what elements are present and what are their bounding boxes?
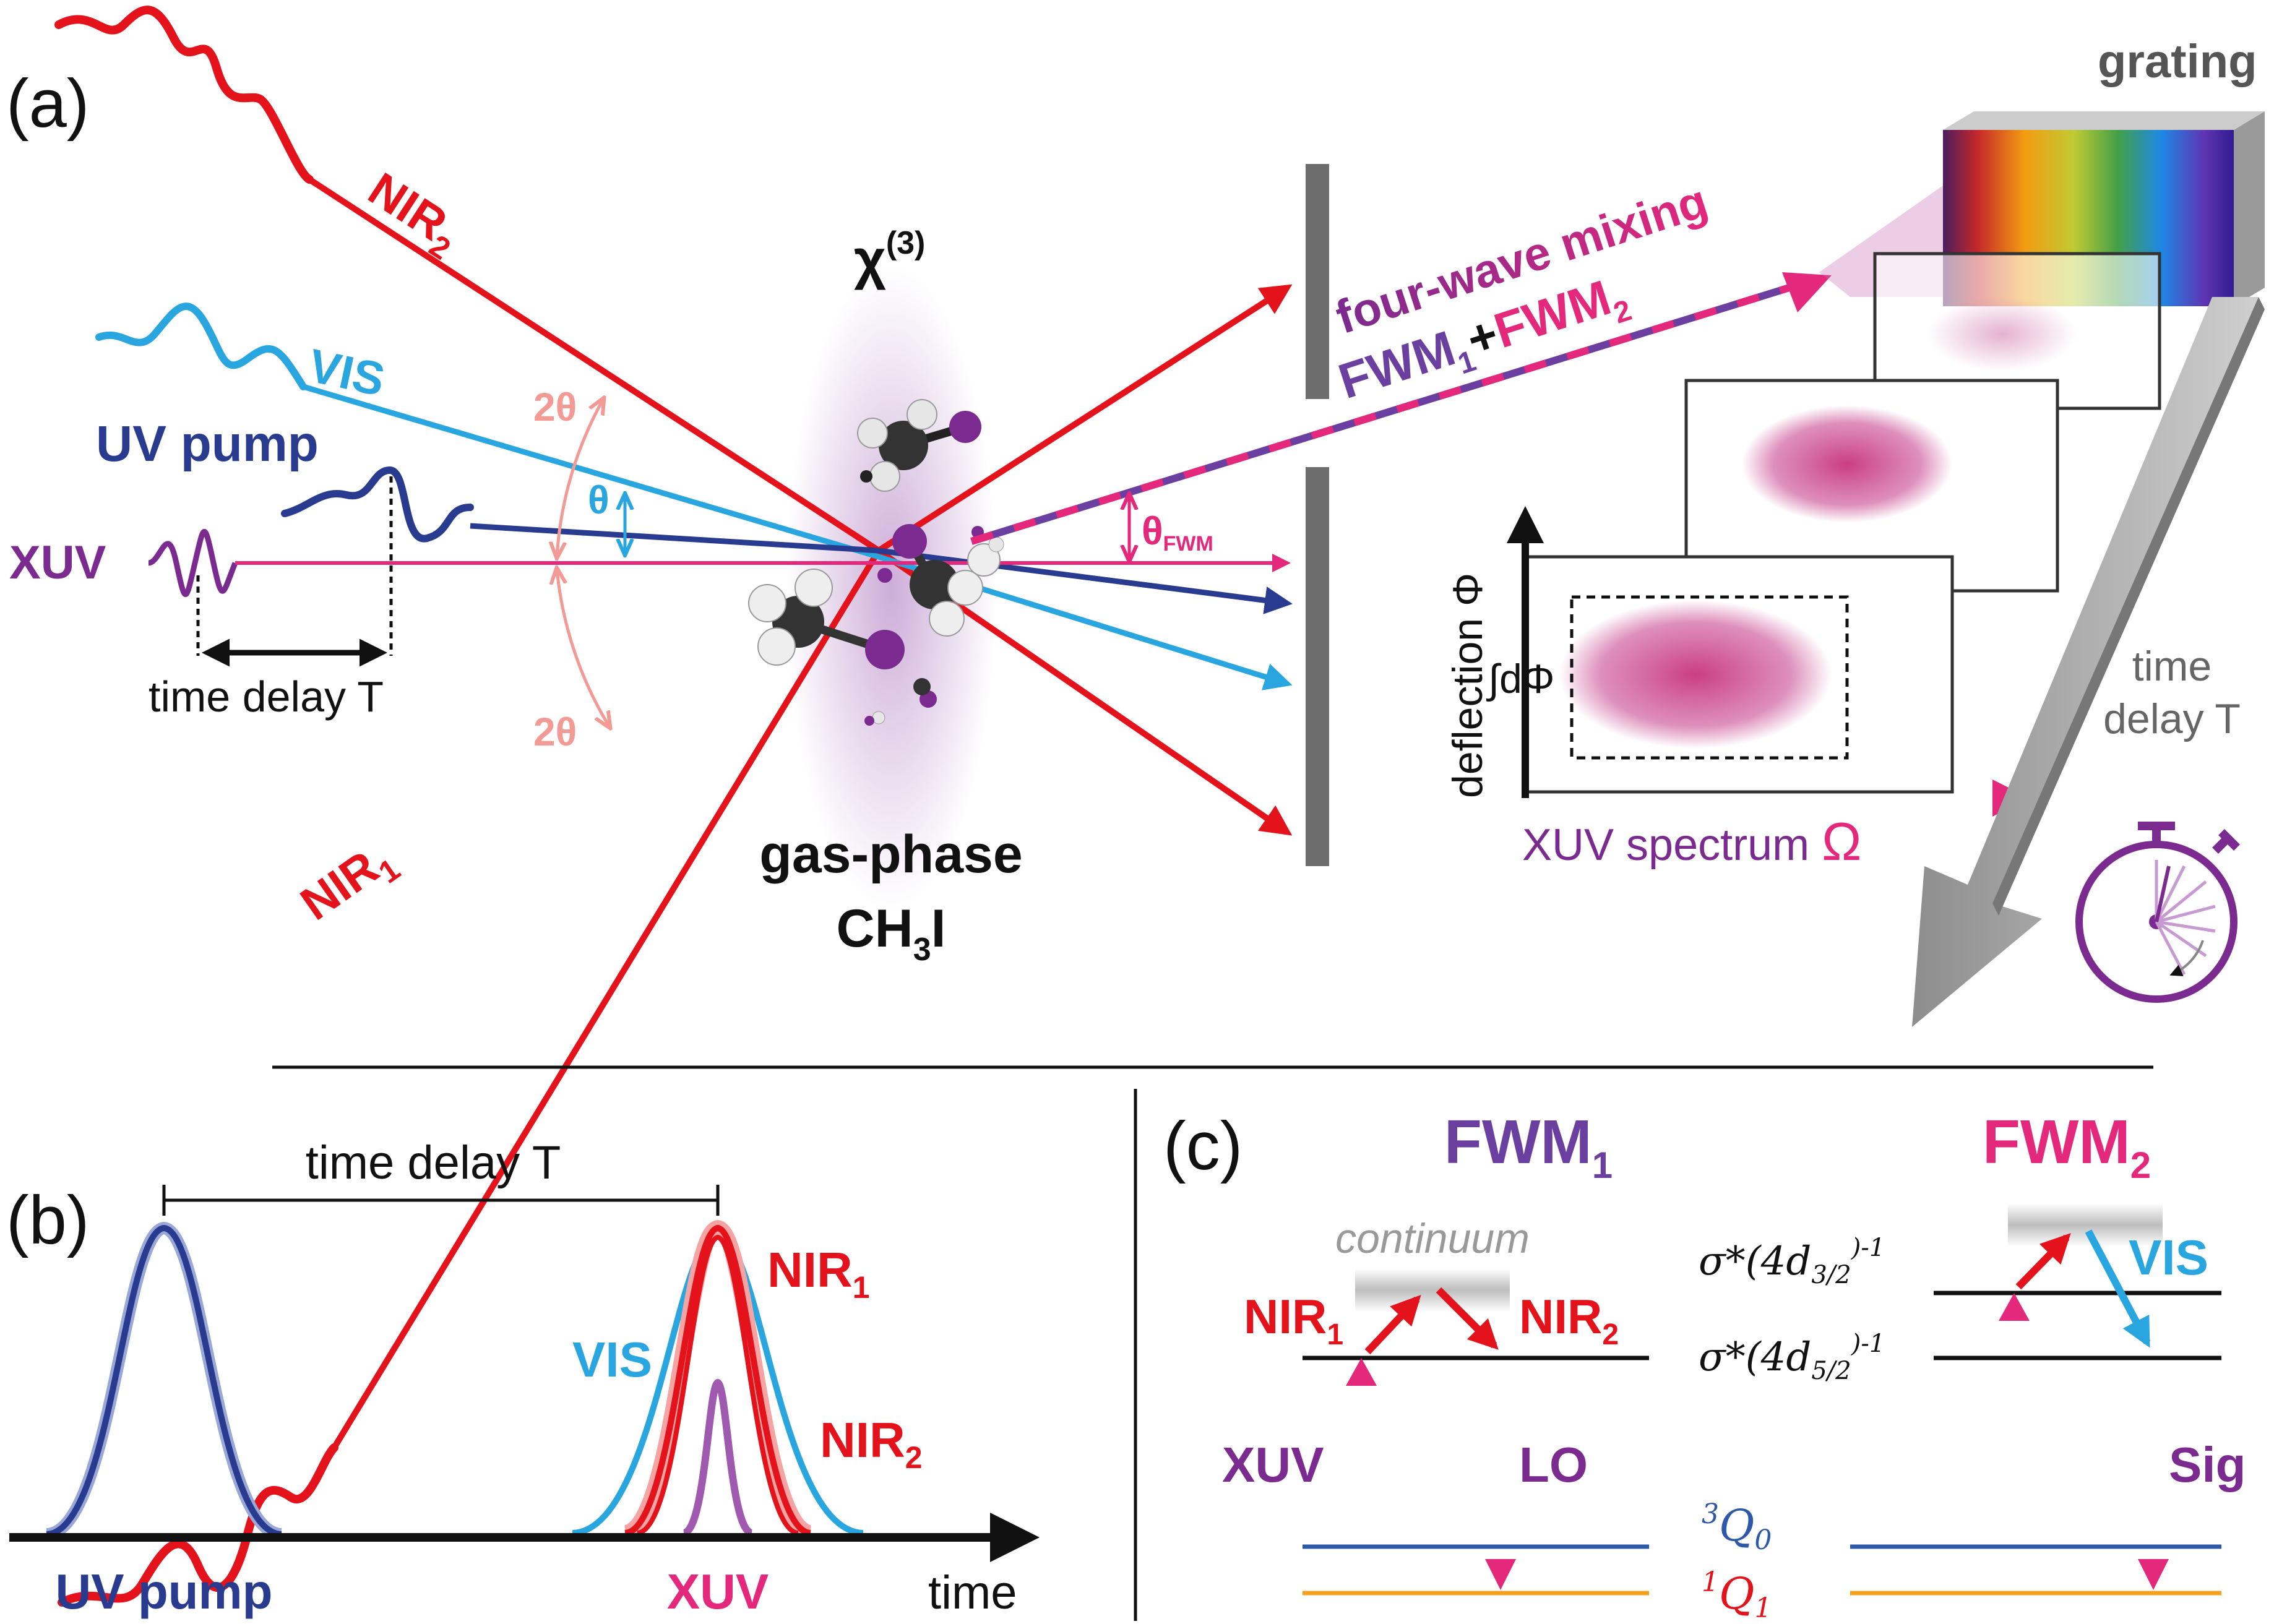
uv-wave bbox=[281, 466, 474, 543]
grating-top bbox=[1943, 111, 2265, 130]
nir1-out-beam bbox=[877, 284, 1293, 554]
fwm-arrowhead bbox=[1782, 272, 1832, 312]
grating-label: grating bbox=[2098, 35, 2257, 88]
integration-box bbox=[1570, 595, 1849, 760]
uv-pump-label-b: UV pump bbox=[55, 1564, 272, 1619]
continuum-label: continuum bbox=[1335, 1215, 1530, 1262]
fwm2-nir-arrow bbox=[2015, 1233, 2071, 1290]
fwm-beam-dash bbox=[970, 275, 1820, 545]
uv-pulse bbox=[46, 1224, 282, 1537]
nir2-label-b: NIR2 bbox=[820, 1412, 923, 1475]
nir1-label-b: NIR1 bbox=[767, 1242, 870, 1305]
sample-glow bbox=[786, 266, 996, 909]
angle-theta-fwm: θFWM bbox=[1142, 509, 1213, 556]
fwm1-nir2-arrow bbox=[1436, 1287, 1499, 1350]
angle-theta: θ bbox=[588, 478, 609, 522]
panel-c-label: (c) bbox=[1163, 1108, 1243, 1184]
nir1-pulse bbox=[624, 1224, 812, 1536]
nir1-beam bbox=[331, 549, 882, 1450]
level-label-52: σ*(4d5/2)-1 bbox=[1699, 1330, 1885, 1385]
fwm1-lo-arrowhead bbox=[1485, 1559, 1516, 1590]
fwm1-title: FWM1 bbox=[1444, 1107, 1613, 1186]
vis-label: VIS bbox=[304, 339, 389, 406]
uv-beam bbox=[470, 523, 879, 554]
time-delay-arrow-label-2: delay T bbox=[2103, 695, 2241, 742]
fwm2-sig-label: Sig bbox=[2169, 1437, 2246, 1492]
time-delay-arrow bbox=[1912, 297, 2259, 1027]
angle-2theta-top: 2θ bbox=[533, 385, 577, 429]
uv-pulse-glow bbox=[45, 1221, 283, 1540]
time-delay-label: time delay T bbox=[149, 672, 384, 721]
vis-wave bbox=[95, 303, 307, 390]
panel-c: (c) FWM1 FWM2 continuum NIR1 NIR2 XUV LO… bbox=[1163, 1107, 2246, 1624]
nir2-pulse bbox=[636, 1234, 799, 1536]
fwm1-nir1-label: NIR1 bbox=[1244, 1289, 1343, 1351]
xuv-spectrum-label: XUV spectrum Ω bbox=[1522, 812, 1861, 872]
fwm1-nir2-label: NIR2 bbox=[1519, 1289, 1619, 1351]
uv-pump-label: UV pump bbox=[96, 416, 319, 472]
detector-spot-1 bbox=[1559, 600, 1832, 749]
uv-out-beam bbox=[878, 548, 1293, 614]
nir2-beam bbox=[308, 176, 881, 554]
fwm2-vis-arrow bbox=[2085, 1229, 2151, 1348]
fwm2-title: FWM2 bbox=[1983, 1107, 2151, 1186]
time-label-b: time bbox=[928, 1566, 1017, 1619]
vis-label-b: VIS bbox=[572, 1332, 652, 1387]
sample-line1: gas-phase bbox=[759, 825, 1022, 884]
angle-2theta-bottom: 2θ bbox=[533, 710, 577, 754]
time-delay-label-b: time delay T bbox=[306, 1136, 561, 1189]
level-label-32: σ*(4d3/2)-1 bbox=[1699, 1234, 1885, 1289]
nir1-label: NIR1 bbox=[291, 831, 407, 936]
detector-spot-2 bbox=[1742, 405, 1952, 523]
xuv-pulse-b bbox=[682, 1378, 754, 1537]
xuv-pulse bbox=[147, 528, 238, 598]
panel-a-label: (a) bbox=[6, 66, 89, 142]
fwm2-vis-label: VIS bbox=[2129, 1230, 2208, 1285]
nir2-wave bbox=[54, 6, 314, 184]
continuum-band-2 bbox=[2008, 1203, 2163, 1247]
panel-b: (b) time delay T UV pump XUV time VIS NI… bbox=[6, 1136, 1040, 1619]
time-delay-arrow-edge bbox=[1992, 297, 2265, 916]
fwm1-lo-label: LO bbox=[1519, 1437, 1588, 1492]
panel-b-label: (b) bbox=[6, 1182, 89, 1258]
level-label-q0: 3Q0 bbox=[1702, 1498, 1772, 1556]
stopwatch-icon bbox=[2075, 822, 2240, 1003]
molecules bbox=[748, 399, 1004, 726]
fwm1-xuv-label: XUV bbox=[1222, 1437, 1324, 1492]
chi3-label: χ(3) bbox=[854, 225, 925, 291]
fwm1-nir1-arrow bbox=[1364, 1295, 1421, 1355]
nir1-wave bbox=[58, 1443, 338, 1607]
iris-top bbox=[1306, 164, 1329, 399]
fwm2-sig-arrowhead bbox=[2138, 1559, 2169, 1590]
nir2-label: NIR2 bbox=[355, 163, 470, 267]
continuum-band-1 bbox=[1355, 1268, 1510, 1312]
iris-bottom bbox=[1306, 467, 1329, 866]
time-axis-arrowhead bbox=[990, 1513, 1040, 1562]
xuv-label-b: XUV bbox=[667, 1564, 769, 1619]
xuv-label: XUV bbox=[9, 536, 106, 589]
time-delay-arrow-label-1: time bbox=[2132, 643, 2212, 690]
level-label-q1: 1Q1 bbox=[1702, 1566, 1772, 1624]
angle-arc-top bbox=[557, 399, 603, 557]
sample-line2: CH3I bbox=[836, 899, 945, 968]
fwm1-xuv-arrowhead bbox=[1346, 1358, 1377, 1386]
deflection-label: deflection Φ bbox=[1444, 573, 1491, 798]
fwm2-xuv-arrowhead bbox=[1999, 1293, 2030, 1321]
detector-spot-3 bbox=[1927, 297, 2076, 371]
integral-label: ∫dΦ bbox=[1486, 656, 1554, 702]
grating-side bbox=[2234, 111, 2265, 306]
angle-arc-bottom bbox=[557, 569, 609, 727]
